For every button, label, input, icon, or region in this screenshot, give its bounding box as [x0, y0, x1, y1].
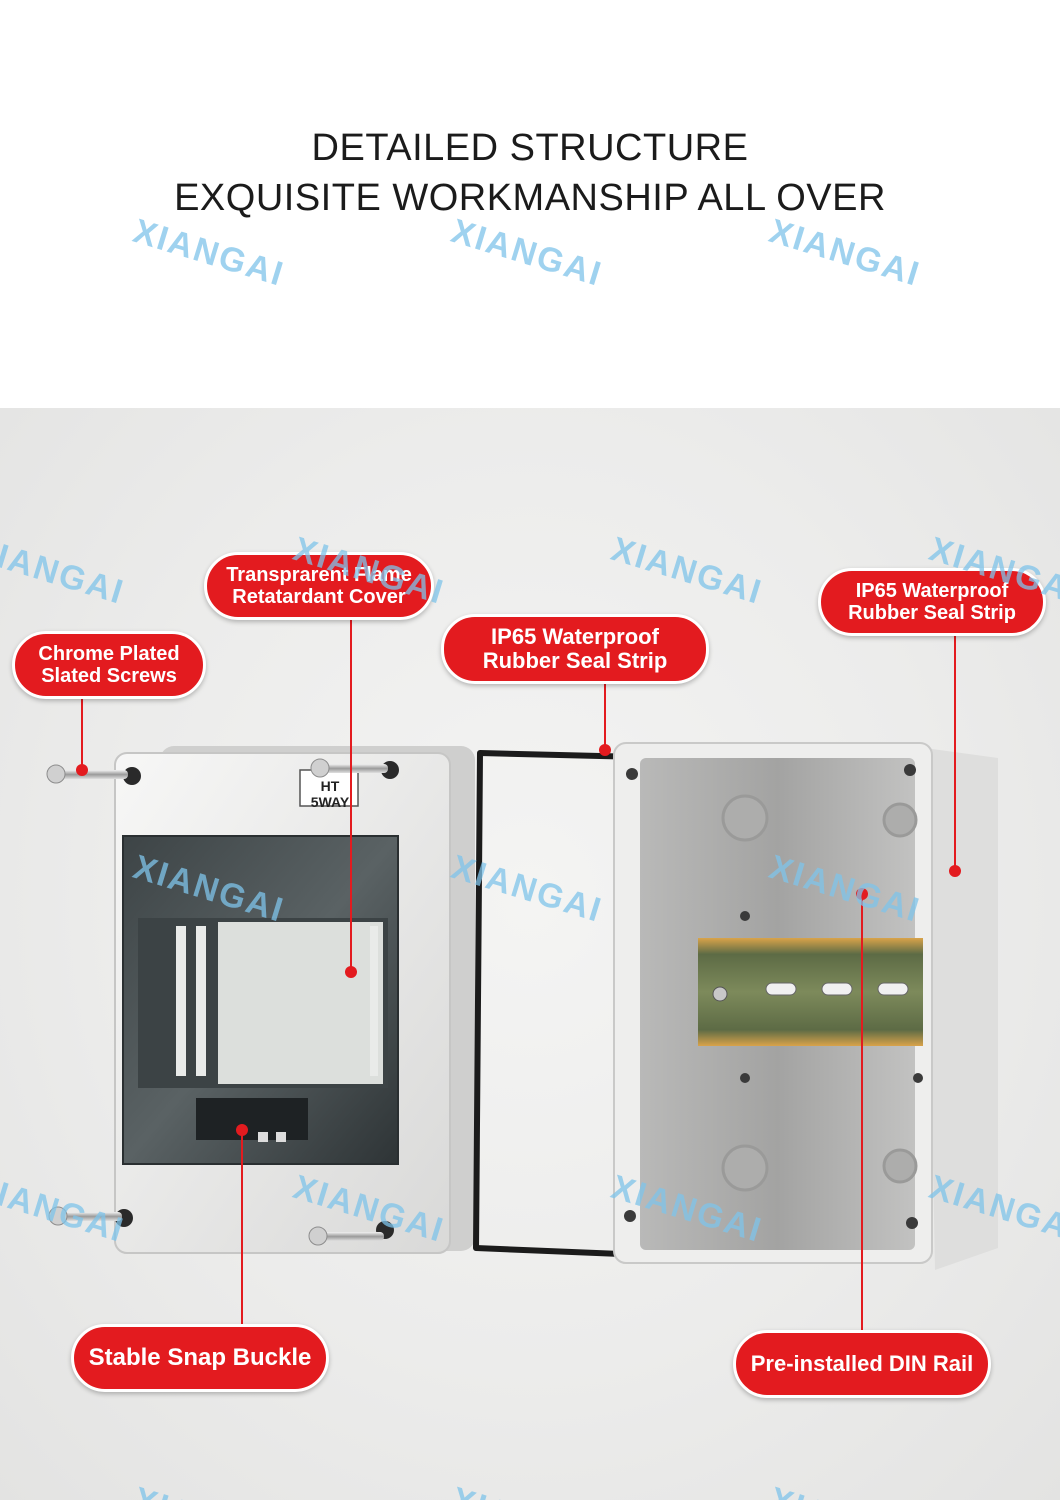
- page-title-line-2: EXQUISITE WORKMANSHIP ALL OVER: [174, 177, 886, 219]
- leader-line: [241, 1130, 243, 1327]
- page-title-line-1: DETAILED STRUCTURE: [311, 127, 749, 169]
- leader-dot: [236, 1124, 248, 1136]
- leader-dot: [949, 865, 961, 877]
- watermark: XIANGAI: [446, 212, 607, 294]
- leader-line: [954, 634, 956, 872]
- callout-text: IP65 Waterproof: [855, 580, 1009, 602]
- callout-chrome-plated-screws: Chrome Plated Slated Screws: [12, 631, 206, 699]
- leader-line: [604, 680, 606, 746]
- cover-label-text: HT 5WAY: [310, 778, 350, 810]
- watermark: XIANGAI: [764, 212, 925, 294]
- chrome-screws: [46, 758, 388, 1246]
- leader-dot: [599, 744, 611, 756]
- leader-dot: [345, 966, 357, 978]
- leader-line: [861, 894, 863, 1334]
- leader-line: [81, 698, 83, 766]
- page-header: DETAILED STRUCTURE EXQUISITE WORKMANSHIP…: [0, 0, 1060, 408]
- callout-seal-strip-center: IP65 Waterproof Rubber Seal Strip: [441, 614, 709, 684]
- callout-transparent-cover: Transprarent Flame Retatardant Cover: [204, 552, 434, 620]
- callout-text: IP65 Waterproof: [491, 623, 659, 649]
- leader-dot: [856, 888, 868, 900]
- enclosure-base: [613, 742, 998, 1270]
- callout-text: Transprarent Flame: [226, 564, 412, 586]
- transparent-cover: [114, 746, 475, 1254]
- callout-text: Rubber Seal Strip: [848, 602, 1016, 624]
- callout-din-rail: Pre-installed DIN Rail: [733, 1330, 991, 1398]
- callout-text: Pre-installed DIN Rail: [750, 1350, 974, 1376]
- leader-line: [350, 618, 352, 973]
- leader-dot: [76, 764, 88, 776]
- callout-text: Stable Snap Buckle: [88, 1343, 312, 1371]
- callout-text: Retatardant Cover: [232, 586, 406, 608]
- callout-text: Slated Screws: [41, 665, 177, 687]
- callout-seal-strip-right: IP65 Waterproof Rubber Seal Strip: [818, 568, 1046, 636]
- callout-snap-buckle: Stable Snap Buckle: [71, 1324, 329, 1392]
- callout-text: Chrome Plated: [38, 643, 180, 665]
- product-image-area: HT 5WAY Chrome Plated Slated Screws Tran…: [0, 408, 1060, 1500]
- callout-text: Rubber Seal Strip: [482, 648, 668, 673]
- watermark: XIANGAI: [128, 212, 289, 294]
